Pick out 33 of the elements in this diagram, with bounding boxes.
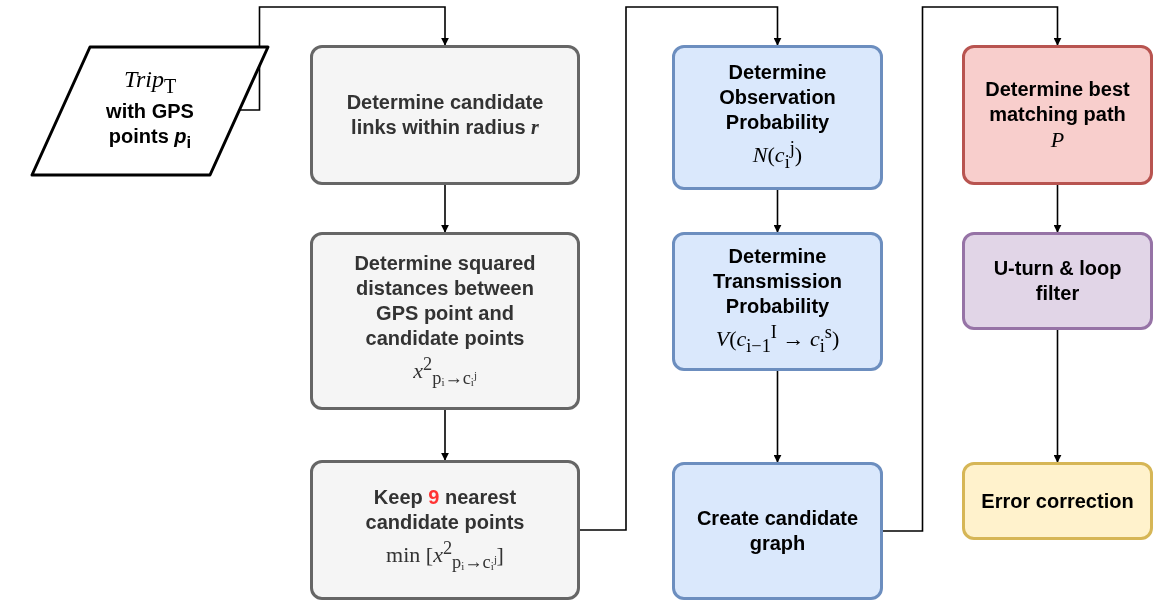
step-label: Create candidate graph [695,506,860,556]
process-box [962,45,1153,185]
arrow [882,6,1062,532]
step-label: Keep 9 nearest candidate points [364,485,526,536]
step-label: Determine Transmission Probability [712,244,843,320]
step-label: Determine candidate links within radius r [345,90,545,140]
process-box [672,45,883,190]
formula-text: min [x$^{2}$$_{pᵢ→cᵢʲ}$] [386,537,504,574]
input-parallelogram [30,45,270,177]
formula-text: Trip$_{T}$ [123,67,177,99]
arrow [441,184,449,233]
arrow [1053,329,1062,463]
process-box [962,462,1153,540]
arrow [441,409,449,461]
step-label: Determine squared distances between GPS point and candidate points [353,251,537,352]
arrow [773,370,782,463]
process-box [672,232,883,371]
arrow [579,6,782,531]
arrow [1053,184,1062,233]
step-label: Determine best matching path [984,77,1131,127]
process-box [310,460,580,600]
arrow [773,189,782,233]
process-box [672,462,883,600]
formula-text: V(c$_{i−1}$$^{I}$ → c$_{i}$$^{s}$) [715,321,840,358]
input-label: with GPS points p$_{i}$ [105,98,195,154]
formula-text: P [1050,127,1065,153]
step-label: Error correction [981,488,1134,514]
process-box [962,232,1153,330]
formula-text: N(c$_{i}$$^{j}$) [752,137,803,174]
step-label: U-turn & loop filter [992,256,1123,306]
process-box [310,45,580,185]
process-box [310,232,580,410]
step-label: Determine Observation Probability [718,60,837,136]
